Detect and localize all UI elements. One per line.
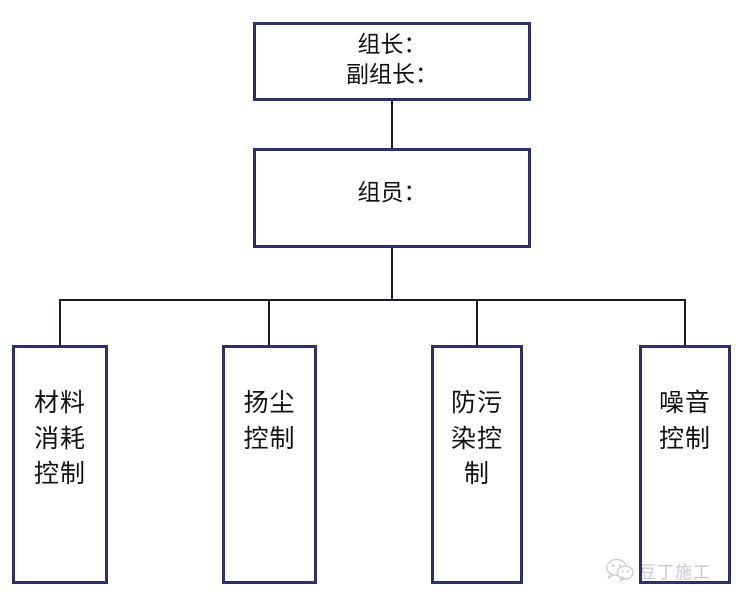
connector-drop-2 (268, 299, 270, 345)
connector-drop-3 (476, 299, 478, 345)
node-members-label: 组员： (357, 179, 427, 205)
node-noise-control: 噪音 控制 (639, 345, 731, 584)
node-members: 组员： (253, 148, 531, 248)
connector-leader-to-members (391, 101, 393, 148)
wechat-logo-icon (606, 558, 634, 582)
node-material-consumption-control: 材料 消耗 控制 (12, 345, 108, 584)
node-leader: 组长： 副组长： (253, 22, 531, 101)
connector-drop-4 (684, 299, 686, 345)
node-dust-control: 扬尘 控制 (222, 345, 317, 584)
connector-horizontal-bus (59, 299, 685, 301)
connector-drop-1 (59, 299, 61, 345)
connector-members-trunk (391, 248, 393, 300)
node-pollution-prevention-control: 防污 染控 制 (431, 345, 523, 584)
